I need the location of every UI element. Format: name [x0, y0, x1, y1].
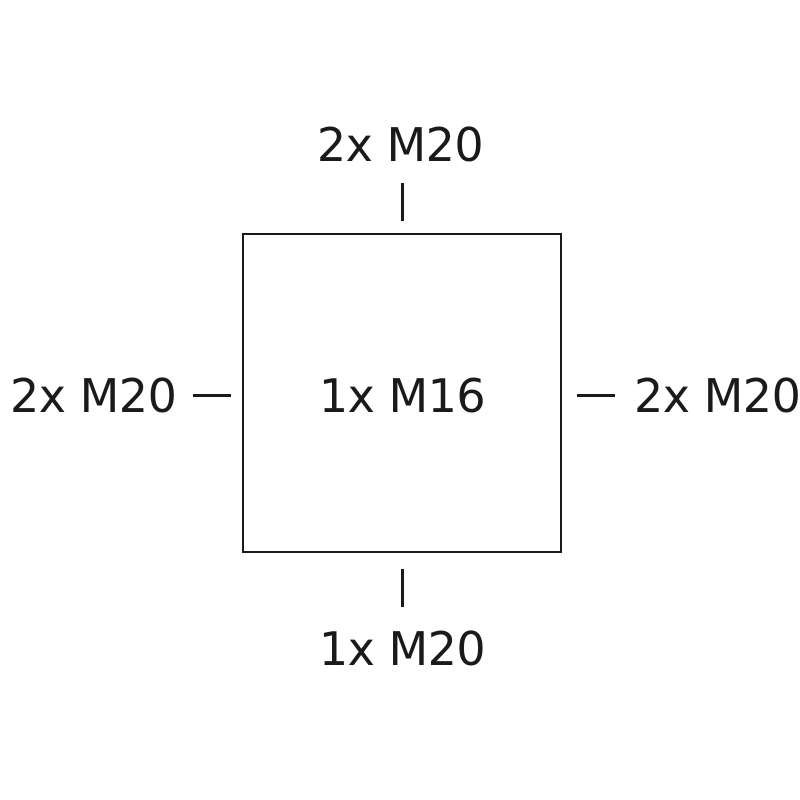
bottom-entry-tick — [401, 569, 404, 607]
right-entry-label: 2x M20 — [634, 369, 800, 423]
left-entry-label: 2x M20 — [10, 369, 177, 423]
center-entry-label: 1x M16 — [318, 369, 486, 423]
top-entry-tick — [401, 183, 404, 221]
bottom-entry-label: 1x M20 — [318, 622, 486, 676]
enclosure-box — [242, 233, 562, 553]
top-entry-label: 2x M20 — [316, 118, 484, 172]
left-entry-tick — [193, 394, 231, 397]
right-entry-tick — [577, 394, 615, 397]
